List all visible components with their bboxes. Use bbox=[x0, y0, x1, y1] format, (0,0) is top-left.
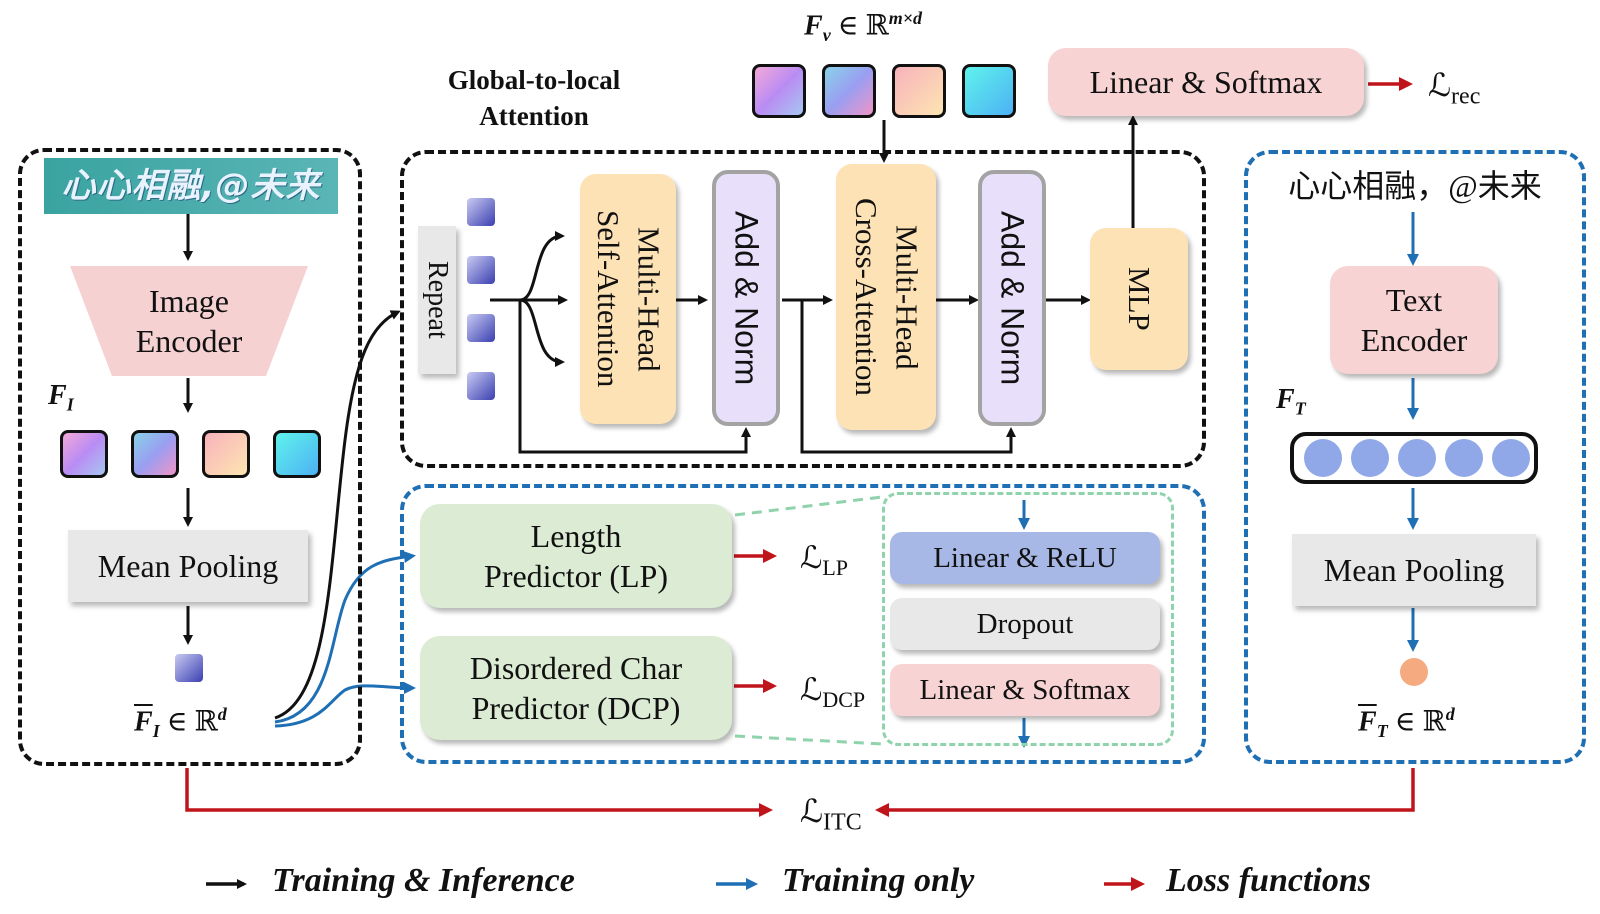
loss-itc-script: ℒ bbox=[800, 793, 824, 829]
text-branch-panel bbox=[1244, 150, 1586, 764]
ft-tilde-label: FT ∈ ℝd bbox=[1358, 704, 1455, 742]
text-token-sequence bbox=[1290, 432, 1538, 484]
mean-pooling-text: Mean Pooling bbox=[1292, 534, 1536, 606]
linear-softmax-rec: Linear & Softmax bbox=[1048, 48, 1364, 116]
loss-rec: ℒrec bbox=[1428, 66, 1480, 110]
visual-token-1 bbox=[752, 64, 806, 118]
left-flow-arrows bbox=[183, 212, 401, 720]
cross-attention-block: Multi-Head Cross-Attention bbox=[836, 164, 936, 430]
text-token-5 bbox=[1492, 439, 1530, 477]
dropout-layer: Dropout bbox=[890, 598, 1160, 650]
ft-tilde-space: ∈ ℝ bbox=[1387, 706, 1446, 738]
pooled-image-feature bbox=[175, 654, 203, 682]
visual-token-3 bbox=[892, 64, 946, 118]
mlp-label: MLP bbox=[1122, 267, 1157, 331]
repeated-feature-3 bbox=[467, 314, 495, 342]
attention-panel bbox=[400, 150, 1206, 468]
ft-sub: T bbox=[1294, 398, 1306, 419]
fi-sub: I bbox=[66, 394, 74, 415]
left-blue-arrows bbox=[274, 551, 416, 728]
loss-lp-sub: LP bbox=[822, 555, 849, 581]
cross-attention-label: Multi-Head Cross-Attention bbox=[849, 197, 925, 397]
ft-label: FT bbox=[1276, 384, 1306, 420]
predictor-detail-panel bbox=[882, 492, 1174, 746]
ocr-text-image: 心心相融,@未来 bbox=[44, 158, 338, 214]
image-encoder-shape bbox=[70, 266, 308, 376]
attention-title: Global-to-local Attention bbox=[447, 64, 621, 131]
repeated-feature-2 bbox=[467, 256, 495, 284]
predictor-detail-links bbox=[734, 495, 883, 746]
fi-symbol: F bbox=[48, 380, 67, 411]
fi-tilde-space: ∈ ℝ bbox=[159, 706, 218, 738]
mean-pooling-image: Mean Pooling bbox=[68, 530, 308, 602]
legend-training-inference: Training & Inference bbox=[272, 862, 575, 899]
ft-tilde-sub: T bbox=[1376, 720, 1388, 741]
add-norm-2-label: Add & Norm bbox=[994, 210, 1031, 386]
linear-softmax-layer: Linear & Softmax bbox=[890, 664, 1160, 716]
image-encoder-label: Image Encoder bbox=[135, 283, 243, 359]
loss-lp: ℒLP bbox=[800, 540, 848, 581]
fv-symbol: F bbox=[804, 10, 823, 42]
loss-itc: ℒITC bbox=[800, 792, 862, 836]
fi-tilde-sub: I bbox=[152, 720, 160, 741]
ft-symbol: F bbox=[1276, 384, 1295, 415]
repeated-feature-1 bbox=[467, 198, 495, 226]
repeated-feature-4 bbox=[467, 372, 495, 400]
ft-tilde-sup: d bbox=[1445, 704, 1455, 724]
loss-dcp-script: ℒ bbox=[800, 672, 823, 707]
loss-dcp: ℒDCP bbox=[800, 672, 865, 713]
self-attention-label: Multi-Head Self-Attention bbox=[591, 210, 667, 388]
image-token-3 bbox=[202, 430, 250, 478]
attention-arrows bbox=[490, 115, 1138, 454]
text-token-4 bbox=[1445, 439, 1483, 477]
repeat-label: Repeat bbox=[422, 261, 453, 339]
legend-loss-functions: Loss functions bbox=[1166, 862, 1371, 899]
self-attention-block: Multi-Head Self-Attention bbox=[580, 174, 676, 424]
text-encoder: Text Encoder bbox=[1330, 266, 1498, 374]
loss-dcp-sub: DCP bbox=[822, 687, 866, 713]
image-token-4 bbox=[273, 430, 321, 478]
fi-label: FI bbox=[48, 380, 74, 416]
visual-token-2 bbox=[822, 64, 876, 118]
text-token-1 bbox=[1304, 439, 1342, 477]
loss-arrows bbox=[185, 77, 1415, 817]
pooled-text-feature bbox=[1400, 658, 1428, 686]
input-text: 心心相融，@未来 bbox=[1288, 168, 1542, 204]
image-token-1 bbox=[60, 430, 108, 478]
add-norm-1-label: Add & Norm bbox=[728, 210, 765, 386]
text-token-2 bbox=[1351, 439, 1389, 477]
loss-itc-sub: ITC bbox=[823, 809, 862, 836]
fi-tilde-sup: d bbox=[217, 704, 227, 724]
loss-rec-sub: rec bbox=[1451, 83, 1481, 110]
visual-token-4 bbox=[962, 64, 1016, 118]
linear-relu-layer: Linear & ReLU bbox=[890, 532, 1160, 584]
predictor-panel bbox=[400, 484, 1206, 764]
add-norm-2: Add & Norm bbox=[978, 170, 1046, 426]
text-token-3 bbox=[1398, 439, 1436, 477]
fi-tilde-symbol: F bbox=[134, 706, 153, 738]
length-predictor: Length Predictor (LP) bbox=[420, 504, 732, 608]
fi-tilde-label: FI ∈ ℝd bbox=[134, 704, 227, 742]
loss-rec-script: ℒ bbox=[1428, 67, 1452, 103]
fv-label: Fv ∈ ℝm×d bbox=[804, 8, 922, 46]
legend-training-only: Training only bbox=[782, 862, 975, 899]
ft-tilde-symbol: F bbox=[1358, 706, 1377, 738]
image-branch-panel bbox=[18, 148, 362, 766]
fv-sub: v bbox=[822, 24, 831, 45]
fv-sup: m×d bbox=[888, 8, 922, 28]
loss-lp-script: ℒ bbox=[800, 540, 823, 575]
repeat-block: Repeat bbox=[418, 226, 456, 374]
image-token-2 bbox=[131, 430, 179, 478]
add-norm-1: Add & Norm bbox=[712, 170, 780, 426]
mlp-block: MLP bbox=[1090, 228, 1188, 370]
disordered-char-predictor: Disordered Char Predictor (DCP) bbox=[420, 636, 732, 740]
fv-space: ∈ ℝ bbox=[830, 10, 889, 42]
